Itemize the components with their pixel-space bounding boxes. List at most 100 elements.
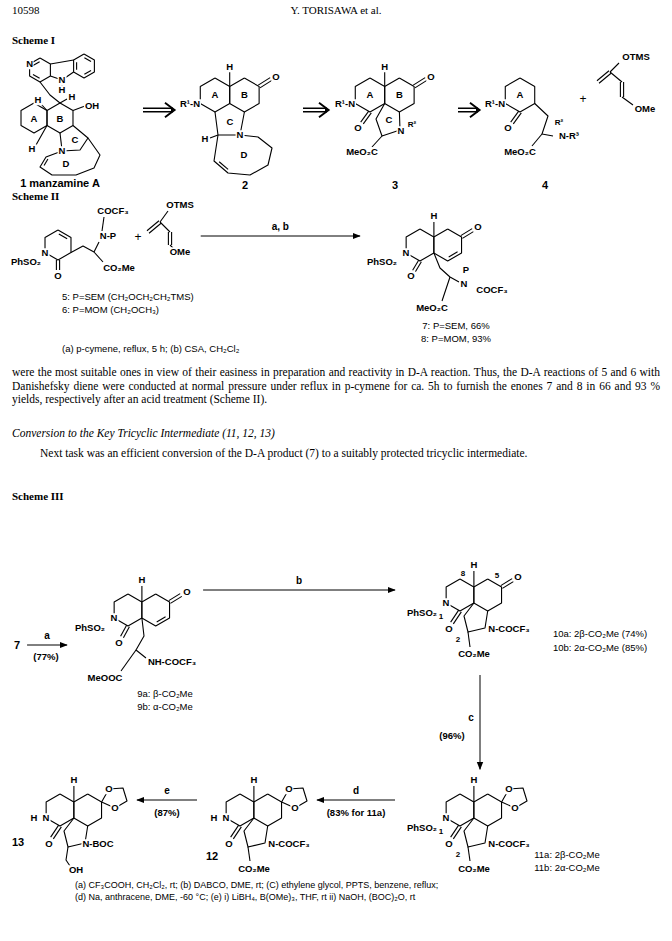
atom-label: O bbox=[444, 624, 453, 634]
compound-structure: OOHHNON-BOCOH13 bbox=[8, 772, 134, 878]
yield-label: (83% for 11a) bbox=[327, 808, 386, 819]
bond-line bbox=[258, 78, 270, 86]
atom-label: OMe bbox=[169, 247, 192, 257]
bond-line bbox=[142, 594, 170, 626]
reaction-arrow bbox=[317, 800, 395, 801]
bond-line bbox=[415, 262, 421, 272]
bond-line bbox=[473, 571, 474, 587]
atom-label: H bbox=[469, 775, 478, 785]
atom-label: H bbox=[429, 211, 438, 221]
atom-label: D bbox=[62, 159, 71, 169]
bond-line bbox=[433, 222, 434, 237]
atom-label: N-P bbox=[99, 231, 117, 241]
bond-line bbox=[248, 847, 250, 861]
retrosynthesis-arrow bbox=[143, 108, 173, 113]
compound-legend: 9b: α-CO₂Me bbox=[136, 702, 194, 712]
bond-line bbox=[453, 827, 461, 839]
bond-line bbox=[434, 229, 462, 261]
bond-line bbox=[59, 234, 67, 239]
bond-line bbox=[449, 252, 458, 257]
position-number: 1 bbox=[438, 828, 444, 836]
compound-legend: 5: P=SEM (CH₂OCH₂CH₂TMS) bbox=[62, 292, 194, 303]
bond-line bbox=[160, 211, 168, 222]
arrow-inner bbox=[303, 109, 325, 111]
bond-line bbox=[94, 252, 103, 262]
compound-number: 3 bbox=[391, 180, 399, 191]
atom-label: R¹-N bbox=[484, 99, 506, 109]
bond-line bbox=[73, 786, 74, 802]
bond-line bbox=[532, 134, 542, 146]
compound-structure: H85OPhSO₂N1O2N-COCF₃CO₂Me10a: 2β-CO₂Me (… bbox=[398, 556, 662, 672]
bond-line bbox=[462, 231, 473, 238]
atom-label: OH bbox=[68, 865, 84, 875]
bond-line bbox=[355, 78, 384, 112]
bond-line bbox=[513, 113, 521, 124]
atom-label: N bbox=[110, 613, 119, 623]
bond-line bbox=[157, 617, 166, 622]
reaction-arrow bbox=[27, 645, 67, 646]
bond-line bbox=[41, 104, 47, 111]
bond-line bbox=[160, 222, 170, 232]
atom-label: O bbox=[444, 839, 453, 849]
bond-line bbox=[66, 847, 70, 866]
retrosynthesis-arrow bbox=[303, 108, 327, 113]
atom-label: PhSO₂ bbox=[406, 823, 438, 833]
atom-label: P bbox=[462, 265, 470, 275]
atom-label: MeOOC bbox=[87, 673, 124, 683]
atom-label: MeO₂C bbox=[503, 147, 537, 157]
bond-line bbox=[464, 603, 488, 632]
atom-label: H bbox=[201, 134, 210, 144]
reagent-letter: e bbox=[163, 786, 171, 796]
yield-label: (77%) bbox=[33, 652, 58, 663]
atom-label: B bbox=[56, 114, 65, 124]
atom-label: COCF₃ bbox=[475, 285, 508, 295]
compound-legend: 8: P=MOM, 93% bbox=[420, 334, 492, 344]
bond-line bbox=[385, 78, 414, 112]
atom-label: PhSO₂ bbox=[366, 257, 398, 267]
reaction-arrow bbox=[203, 590, 395, 591]
reaction-conditions: (a) p-cymene, reflux, 5 h; (b) CSA, CH₂C… bbox=[62, 344, 239, 355]
atom-label: COCF₃ bbox=[96, 206, 129, 216]
atom-label: H bbox=[469, 560, 478, 570]
atom-label: N-R³ bbox=[558, 131, 580, 141]
atom-label: OMe bbox=[634, 104, 657, 114]
bond-line bbox=[170, 596, 181, 603]
bond-line bbox=[505, 78, 534, 112]
bond-line bbox=[44, 159, 48, 165]
compound-number: 12 bbox=[205, 851, 219, 862]
atom-label: H bbox=[225, 62, 234, 72]
bond-line bbox=[84, 58, 91, 62]
atom-label: B bbox=[240, 90, 249, 100]
position-number: 2 bbox=[455, 636, 461, 644]
bond-line bbox=[415, 80, 427, 88]
bond-line bbox=[56, 260, 57, 270]
atom-label: N bbox=[236, 130, 245, 140]
bond-line bbox=[254, 794, 282, 826]
position-number: 5 bbox=[494, 572, 500, 580]
scheme-title: Scheme III bbox=[12, 490, 64, 503]
atom-label: O bbox=[271, 72, 280, 82]
compound-structure: HOPhSO₂NONH-COCF₃MeOOC9a: β-CO₂Me9b: α-C… bbox=[70, 572, 200, 715]
bond-line bbox=[597, 71, 609, 81]
atom-label: O bbox=[406, 271, 415, 281]
atom-label: H bbox=[69, 775, 78, 785]
atom-label: N bbox=[402, 248, 411, 258]
compound-structure: HOR¹-NABCHND2 bbox=[176, 58, 300, 194]
atom-label: H bbox=[137, 575, 146, 585]
position-number: R² bbox=[407, 121, 417, 129]
atom-label: O bbox=[503, 123, 512, 133]
bond-line bbox=[253, 786, 254, 802]
bond-line bbox=[260, 80, 272, 88]
bond-line bbox=[244, 818, 268, 847]
atom-label: OH bbox=[84, 101, 100, 111]
bond-line bbox=[502, 581, 513, 588]
body-text: were the most suitable ones in view of t… bbox=[12, 366, 660, 407]
atom-label: PhSO₂ bbox=[406, 608, 438, 618]
compound-number: 2 bbox=[241, 180, 249, 191]
atom-label: H bbox=[34, 95, 43, 105]
compound-legend: 10b: 2α-CO₂Me (85%) bbox=[552, 643, 648, 653]
atom-label: N bbox=[58, 146, 67, 156]
atom-label: N bbox=[25, 59, 34, 69]
